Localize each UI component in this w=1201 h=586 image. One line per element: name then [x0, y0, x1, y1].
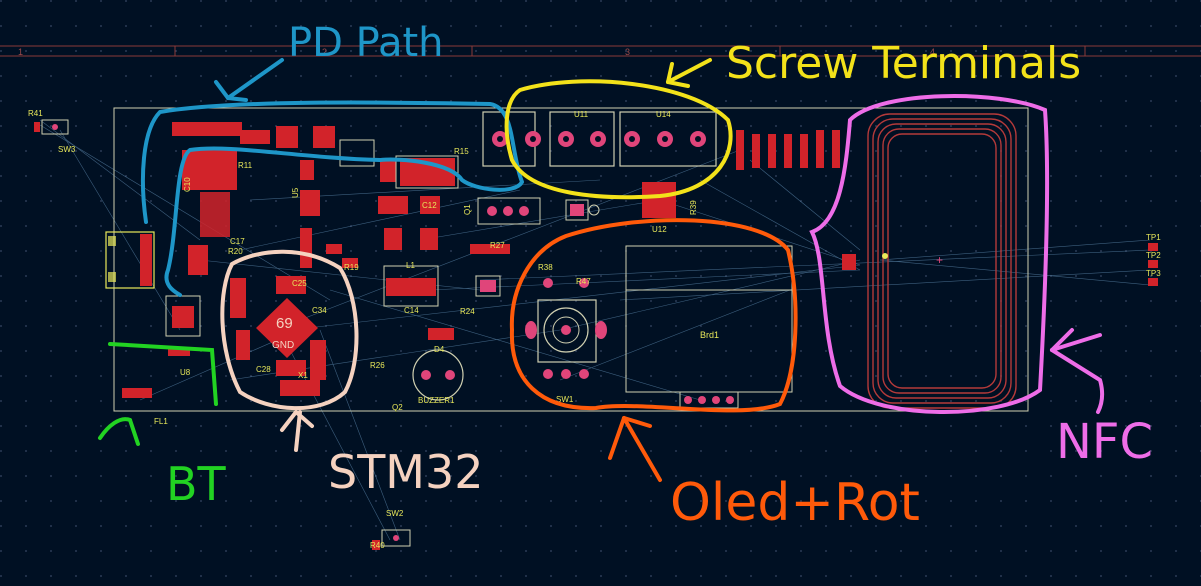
label-sw1: SW1: [556, 395, 574, 404]
stm32-chip-number: 69: [276, 315, 293, 332]
annotation-screw-terminals: Screw Terminals: [726, 38, 1081, 89]
screw-terminals: [482, 111, 717, 167]
ruler-col-4: 4: [930, 47, 935, 57]
sw3-switch: [34, 119, 69, 135]
label-c12: C12: [422, 201, 437, 210]
label-r40: R40: [370, 541, 385, 550]
label-r27: R27: [490, 241, 505, 250]
bt-module: [122, 295, 201, 398]
nfc-coil: [867, 113, 1017, 409]
rotary-encoder: [525, 278, 607, 379]
label-c10: C10: [183, 177, 192, 192]
ruler-col-2: 2: [322, 47, 327, 57]
central-components: [300, 228, 510, 307]
label-u12: U12: [652, 225, 667, 234]
stm32-area: [230, 276, 326, 396]
screw-terminals-outline: [504, 58, 733, 200]
label-r38: R38: [538, 263, 553, 272]
label-d4: D4: [434, 345, 445, 354]
usb-connector: [105, 231, 155, 289]
label-r41: R41: [28, 109, 43, 118]
ruler-col-3: 3: [625, 47, 630, 57]
label-tp2: TP2: [1146, 251, 1161, 260]
label-brd1: Brd1: [700, 330, 719, 340]
label-r26: R26: [370, 361, 385, 370]
nfc-center-marker: +: [936, 253, 943, 267]
ratsnest: [39, 119, 1151, 541]
label-q2: Q2: [392, 403, 403, 412]
q1-small: [565, 199, 600, 221]
label-c28: C28: [256, 365, 271, 374]
label-c14: C14: [404, 306, 419, 315]
buzzer: [412, 328, 464, 401]
label-c34: C34: [312, 306, 327, 315]
oled-display: [625, 245, 793, 409]
label-u8: U8: [180, 368, 191, 377]
annotation-nfc: NFC: [1056, 414, 1153, 470]
stm32-chip-gnd: GND: [272, 340, 294, 351]
label-r47: R47: [576, 277, 591, 286]
annotation-pd-path: PD Path: [288, 20, 444, 66]
q1-transistor: [477, 197, 541, 225]
pd-path-outline: [141, 58, 524, 297]
sw2-switch: [372, 529, 411, 550]
top-ruler: 1 2 3 4: [0, 45, 1201, 57]
label-x1: X1: [298, 371, 308, 380]
ic-outline-pd: [339, 139, 375, 167]
label-c17: C17: [230, 237, 245, 246]
label-r15: R15: [454, 147, 469, 156]
bt-outline: [98, 342, 218, 446]
label-sw3: SW3: [58, 145, 76, 154]
annotation-oled-rot: Oled+Rot: [670, 473, 920, 533]
board-edge-cuts: [113, 107, 1029, 412]
oled-rot-outline: [509, 218, 798, 482]
label-buzzer1: BUZZER1: [418, 396, 455, 405]
label-u11: U11: [574, 110, 589, 119]
label-r24: R24: [460, 307, 475, 316]
label-tp1: TP1: [1146, 233, 1161, 242]
label-l1: L1: [406, 261, 415, 270]
label-r20: R20: [228, 247, 243, 256]
label-sw2: SW2: [386, 509, 404, 518]
label-r11: R11: [238, 161, 253, 170]
ruler-col-1: 1: [18, 47, 23, 57]
label-u14: U14: [656, 110, 671, 119]
label-c25: C25: [292, 279, 307, 288]
annotation-bt: BT: [166, 457, 227, 511]
label-tp3: TP3: [1146, 269, 1161, 278]
label-fl1: FL1: [154, 417, 168, 426]
nfc-outline: [809, 94, 1105, 414]
annotation-stm32: STM32: [328, 445, 484, 499]
label-u5: U5: [291, 187, 300, 198]
label-q1: Q1: [463, 204, 472, 215]
test-points: [1148, 243, 1158, 286]
resistor-array: [642, 130, 840, 218]
stm32-outline: [220, 249, 359, 452]
label-r39: R39: [689, 200, 698, 215]
ic-outline-pd2: [395, 155, 459, 189]
pd-components: [172, 122, 455, 275]
label-r19: R19: [344, 263, 359, 272]
nfc-match: [842, 253, 888, 270]
